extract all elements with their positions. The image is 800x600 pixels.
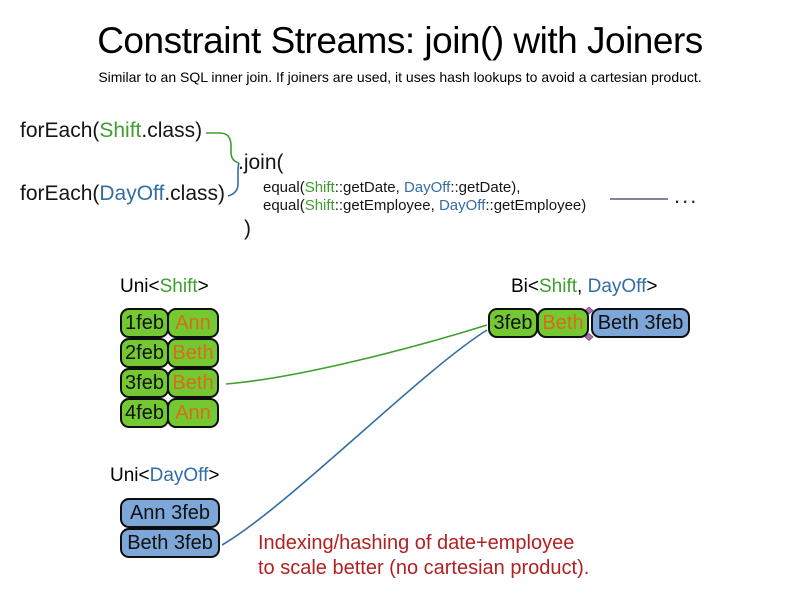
uni-shift-name-cell: Beth	[167, 368, 219, 398]
date-value: 3feb	[493, 311, 533, 334]
class-ref-shift: Shift	[99, 119, 142, 142]
class-ref-dayoff: DayOff	[438, 197, 486, 214]
uni-shift-date-cell: 4feb	[120, 398, 169, 428]
uni-shift-date-cell: 1feb	[120, 308, 169, 338]
label-text: >	[197, 276, 209, 297]
class-ref-dayoff: DayOff	[587, 276, 647, 297]
code-text: ::getEmployee)	[485, 197, 587, 214]
date-value: 4feb	[125, 401, 164, 424]
uni-shift-name-cell: Ann	[167, 308, 219, 338]
uni-shift-name-cell: Ann	[167, 398, 219, 428]
label-text: Uni<	[120, 276, 160, 297]
class-ref-dayoff: DayOff	[99, 182, 165, 205]
bi-name-cell: Beth	[537, 308, 589, 338]
employee-value: Ann	[175, 311, 211, 334]
date-value: 2feb	[125, 341, 164, 364]
page-subtitle: Similar to an SQL inner join. If joiners…	[98, 69, 702, 85]
dayoff-value: Ann 3feb	[129, 501, 211, 524]
class-ref-shift: Shift	[304, 179, 335, 196]
code-text: ::getDate,	[334, 179, 404, 196]
class-ref-shift: Shift	[304, 197, 335, 214]
indexing-note-line2: to scale better (no cartesian product).	[258, 557, 590, 579]
indexing-note-line1: Indexing/hashing of date+employee	[258, 532, 575, 554]
code-text: ::getEmployee,	[334, 197, 439, 214]
uni-shift-name-cell: Beth	[167, 338, 219, 368]
code-text: .class)	[164, 182, 226, 205]
code-text: .class)	[141, 119, 203, 142]
code-foreach-dayoff: forEach(DayOff.class)	[20, 182, 225, 206]
bi-dayoff-cell: Beth 3feb	[591, 308, 690, 338]
uni-dayoff-cell: Ann 3feb	[120, 498, 220, 528]
bi-date-cell: 3feb	[488, 308, 538, 338]
joiner-ellipsis: ...	[674, 183, 699, 208]
label-text: >	[208, 465, 220, 486]
code-text: equal(	[263, 179, 305, 196]
date-value: 3feb	[125, 371, 164, 394]
uni-dayoff-label: Uni<DayOff>	[110, 465, 220, 487]
code-joiner-equal-date: equal(Shift::getDate, DayOff::getDate),	[263, 179, 520, 196]
date-value: 1feb	[125, 311, 164, 334]
code-text: forEach(	[20, 182, 100, 205]
employee-value: Beth	[172, 341, 214, 364]
class-ref-dayoff: DayOff	[403, 179, 451, 196]
code-join-open: .join(	[238, 151, 284, 174]
code-text: equal(	[263, 197, 305, 214]
employee-value: Ann	[175, 401, 211, 424]
label-text: Bi<	[511, 276, 539, 297]
code-text: forEach(	[20, 119, 100, 142]
uni-shift-date-cell: 2feb	[120, 338, 169, 368]
code-joiner-equal-employee: equal(Shift::getEmployee, DayOff::getEmp…	[263, 197, 586, 214]
indexing-note: Indexing/hashing of date+employee to sca…	[258, 531, 589, 581]
code-text: ::getDate),	[450, 179, 521, 196]
label-text: Uni<	[110, 465, 150, 486]
dayoff-row-to-bi-connector-line	[221, 329, 488, 546]
shift-row-to-bi-connector-line	[225, 324, 488, 385]
page-title: Constraint Streams: join() with Joiners	[97, 20, 703, 61]
employee-value: Beth	[542, 311, 584, 334]
label-text: ,	[577, 276, 588, 297]
class-ref-shift: Shift	[539, 276, 578, 297]
dayoff-value: Beth 3feb	[127, 531, 213, 554]
class-ref-dayoff: DayOff	[149, 465, 209, 486]
dayoff-value: Beth 3feb	[597, 311, 684, 334]
label-text: >	[646, 276, 658, 297]
class-ref-shift: Shift	[159, 276, 198, 297]
code-join-close: )	[244, 217, 251, 240]
uni-dayoff-cell: Beth 3feb	[120, 528, 220, 558]
bi-label: Bi<Shift, DayOff>	[511, 276, 657, 298]
employee-value: Beth	[172, 371, 214, 394]
uni-shift-date-cell: 3feb	[120, 368, 169, 398]
code-foreach-shift: forEach(Shift.class)	[20, 119, 202, 143]
uni-shift-label: Uni<Shift>	[120, 276, 209, 298]
brace-top-shift-connector-line	[206, 132, 240, 164]
